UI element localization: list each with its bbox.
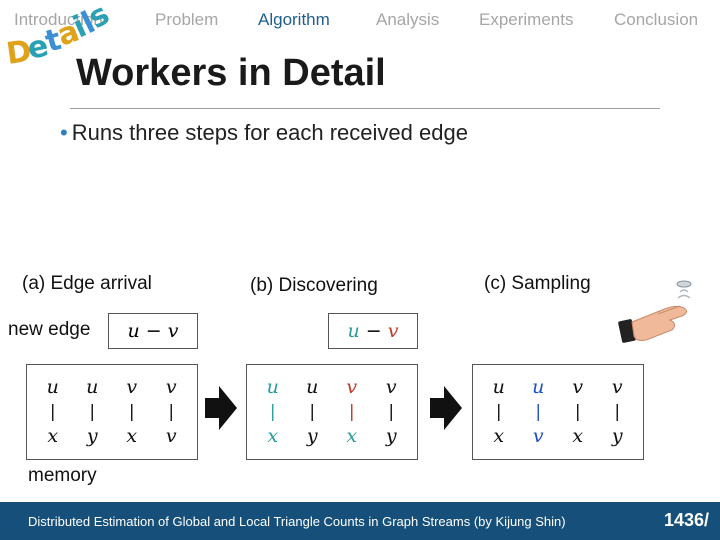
svg-text:D: D	[4, 34, 34, 72]
footer-citation: Distributed Estimation of Global and Loc…	[28, 514, 566, 529]
edge-top: u	[306, 376, 319, 398]
edge-bottom: x	[267, 425, 279, 447]
edge-bottom: x	[47, 425, 59, 447]
edge-bottom: y	[86, 425, 98, 447]
step-label-sampling: (c) Sampling	[484, 273, 591, 294]
section-nav: Introduction Problem Algorithm Analysis …	[0, 10, 720, 32]
memory-box-arrival: u | x u | y v | x v | v	[26, 364, 198, 460]
memory-box-discovering: u | x u | y v | x v | y	[246, 364, 418, 460]
memory-edge: u | x	[485, 365, 513, 459]
edge-bottom: y	[306, 425, 318, 447]
edge-top: u	[266, 376, 279, 398]
right-arrow-icon	[205, 386, 237, 430]
edge-endpoint-v: v	[387, 320, 399, 342]
edge-endpoint-u: u	[347, 320, 360, 342]
edge-top: v	[385, 376, 397, 398]
new-edge-box-arrival: u − v	[108, 313, 198, 349]
memory-edge: v | y	[377, 365, 405, 459]
new-edge-label: new edge	[8, 319, 91, 340]
coin-toss-hand-icon	[618, 280, 692, 343]
memory-edge: u | y	[78, 365, 106, 459]
memory-edge-highlight: u | x	[259, 365, 287, 459]
edge-bottom: x	[126, 425, 138, 447]
nav-conclusion[interactable]: Conclusion	[614, 10, 699, 29]
nav-problem[interactable]: Problem	[155, 10, 219, 29]
memory-edge: u | x	[39, 365, 67, 459]
edge-top: u	[46, 376, 59, 398]
edge-bottom: v	[165, 425, 177, 447]
edge-dash: −	[359, 320, 388, 342]
edge-bar: |	[269, 402, 276, 422]
title-divider	[70, 108, 660, 109]
edge-bar: |	[49, 402, 56, 422]
memory-edge: v | v	[157, 365, 185, 459]
edge-bottom: x	[346, 425, 358, 447]
memory-edge-highlight: v | x	[338, 365, 366, 459]
edge-bar: |	[168, 402, 175, 422]
edge-bottom: x	[572, 425, 584, 447]
nav-introduction[interactable]: Introduction	[14, 10, 103, 29]
edge-bottom: v	[532, 425, 544, 447]
bullet-icon: •	[60, 120, 68, 145]
new-edge-box-discovering: u − v	[328, 313, 418, 349]
edge-bottom: x	[493, 425, 505, 447]
edge-bar: |	[128, 402, 135, 422]
step-label-edge-arrival: (a) Edge arrival	[22, 273, 152, 294]
edge-bar: |	[89, 402, 96, 422]
edge-top: v	[165, 376, 177, 398]
edge-top: v	[572, 376, 584, 398]
footer-bar: Distributed Estimation of Global and Loc…	[0, 502, 720, 540]
right-arrow-icon	[430, 386, 462, 430]
edge-top: v	[346, 376, 358, 398]
memory-edge-sampled: u | v	[524, 365, 552, 459]
page-number: 1436/	[664, 510, 710, 530]
nav-algorithm[interactable]: Algorithm	[258, 10, 330, 29]
nav-analysis[interactable]: Analysis	[376, 10, 440, 29]
edge-bottom: y	[385, 425, 397, 447]
edge-bar: |	[388, 402, 395, 422]
memory-edge: v | x	[564, 365, 592, 459]
bullet-text: Runs three steps for each received edge	[71, 120, 468, 145]
edge-top: u	[532, 376, 545, 398]
edge-bar: |	[535, 402, 542, 422]
memory-edge: v | x	[118, 365, 146, 459]
edge-bar: |	[348, 402, 355, 422]
memory-edge: u | y	[298, 365, 326, 459]
nav-experiments[interactable]: Experiments	[479, 10, 574, 29]
edge-top: u	[86, 376, 99, 398]
edge-bar: |	[574, 402, 581, 422]
memory-edge: v | y	[603, 365, 631, 459]
edge-top: u	[492, 376, 505, 398]
edge-top: v	[126, 376, 138, 398]
memory-label: memory	[28, 465, 97, 486]
step-label-discovering: (b) Discovering	[250, 275, 378, 296]
new-edge-value: u − v	[127, 320, 179, 342]
edge-top: v	[611, 376, 623, 398]
edge-bar: |	[309, 402, 316, 422]
page-title: Workers in Detail	[76, 52, 386, 94]
edge-bottom: y	[611, 425, 623, 447]
edge-bar: |	[495, 402, 502, 422]
memory-box-sampling: u | x u | v v | x v | y	[472, 364, 644, 460]
edge-bar: |	[614, 402, 621, 422]
details-logo: D e t a i l s	[4, 2, 114, 72]
bullet-point: •Runs three steps for each received edge	[60, 120, 468, 146]
